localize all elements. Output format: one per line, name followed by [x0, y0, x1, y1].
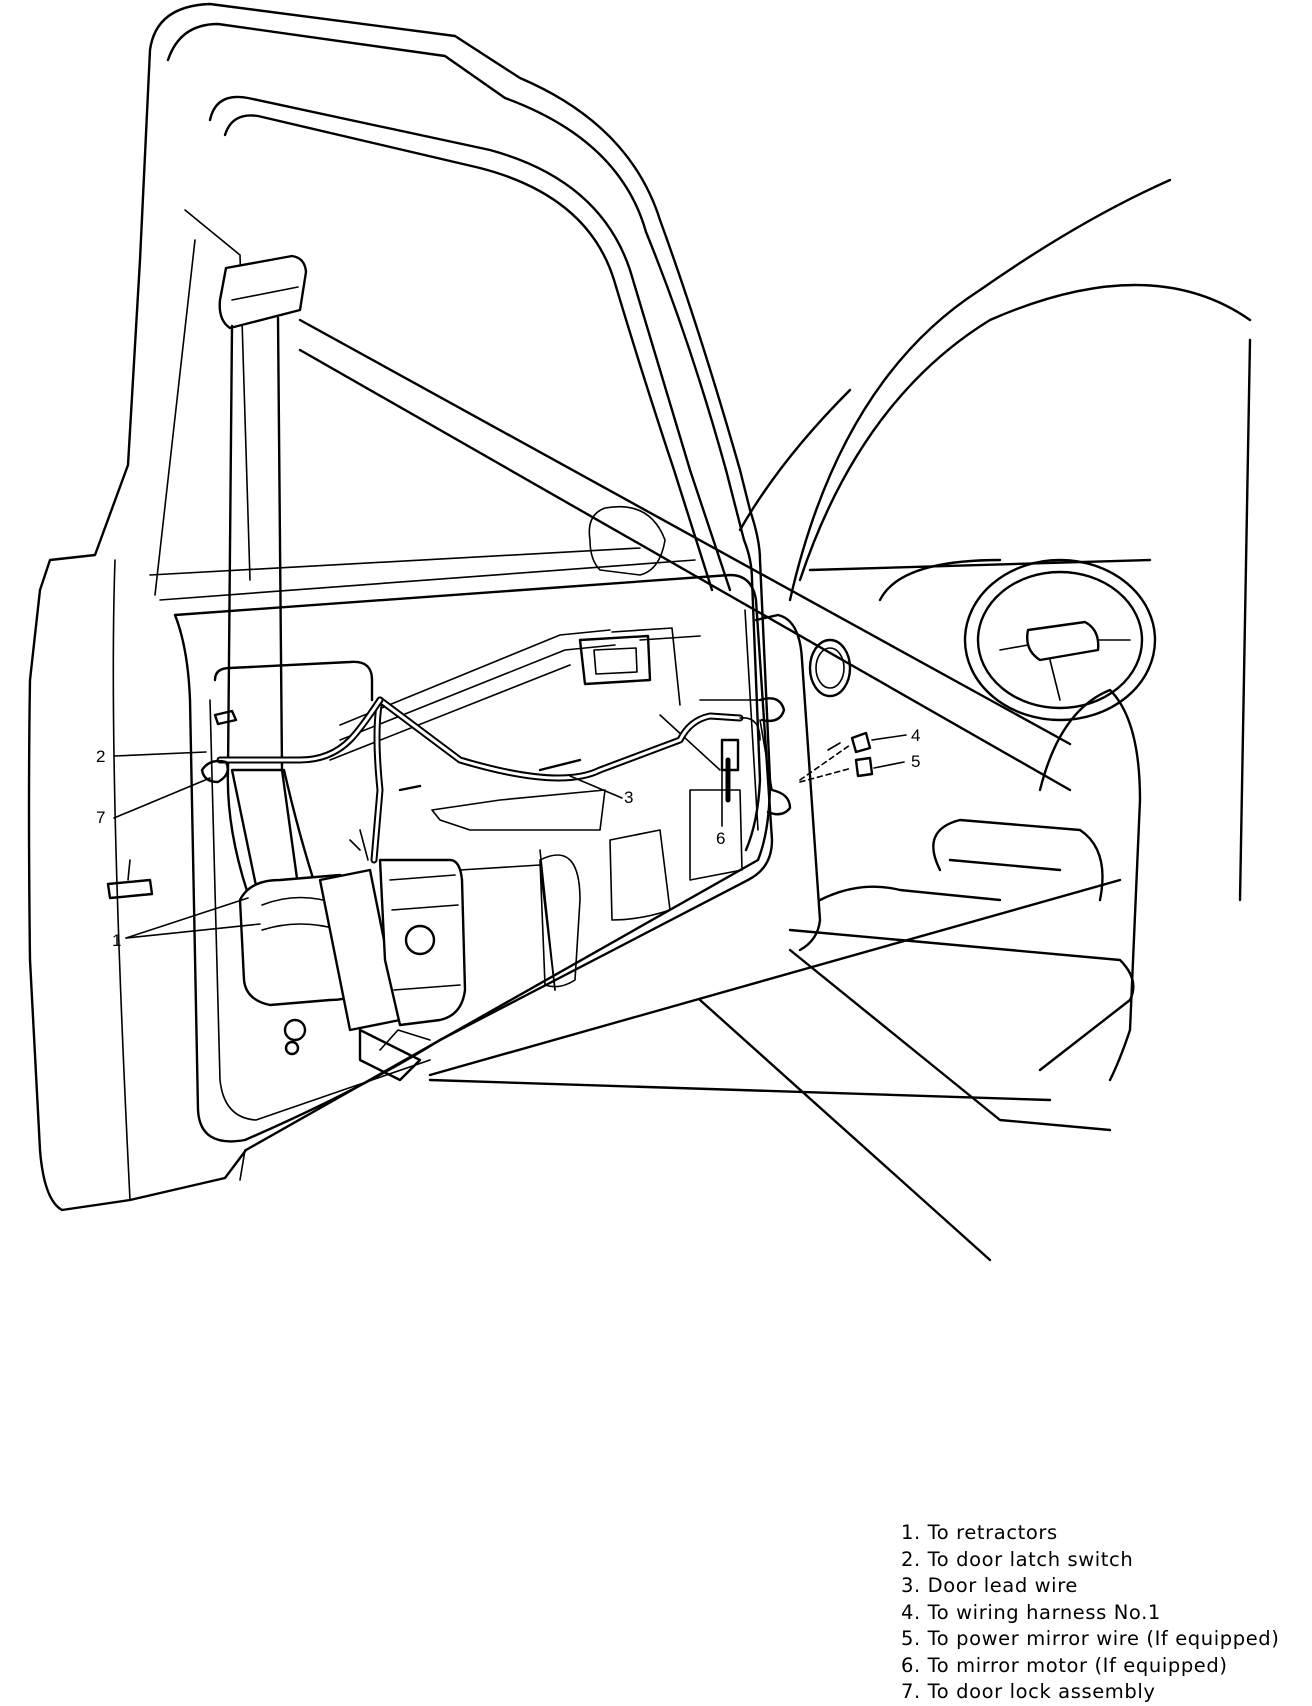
body-connectors — [799, 731, 874, 783]
legend-item: 1. To retractors — [901, 1521, 1058, 1544]
steering-wheel — [963, 558, 1157, 722]
callout-labels: 2 7 1 3 4 5 6 — [96, 726, 920, 950]
callout-7: 7 — [96, 808, 105, 827]
retractor-assembly — [238, 829, 467, 1082]
legend: 1. To retractors 2. To door latch switch… — [901, 1520, 1279, 1706]
legend-item: 5. To power mirror wire (If equipped) — [901, 1627, 1280, 1650]
legend-item: 6. To mirror motor (If equipped) — [901, 1653, 1228, 1677]
callout-1: 1 — [112, 931, 121, 950]
callout-leaders — [113, 734, 907, 939]
callout-2: 2 — [96, 747, 105, 766]
legend-item: 4. To wiring harness No.1 — [901, 1600, 1161, 1624]
legend-item: 2. To door latch switch — [901, 1547, 1134, 1571]
legend-item: 3. Door lead wire — [901, 1574, 1078, 1597]
wiring-harness — [200, 696, 792, 864]
body-opening — [428, 178, 1252, 1262]
callout-4: 4 — [911, 726, 920, 745]
door-outline — [27, 2, 772, 1212]
callout-3: 3 — [624, 788, 633, 807]
legend-item: 7. To door lock assembly — [901, 1680, 1156, 1703]
door-handle — [106, 859, 154, 900]
callout-6: 6 — [716, 829, 725, 848]
window-channel — [329, 629, 652, 761]
callout-5: 5 — [911, 752, 920, 771]
door-inner-panel — [173, 573, 774, 1143]
